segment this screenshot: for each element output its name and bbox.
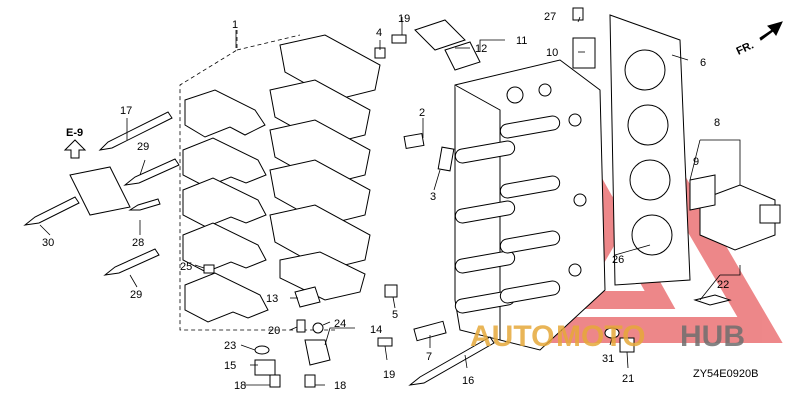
callout-18b: 18	[334, 380, 346, 392]
head-gasket	[609, 14, 691, 286]
small-parts	[23, 7, 732, 388]
callout-11: 11	[516, 35, 527, 47]
watermark-text-auto: AUTO	[470, 320, 554, 353]
callout-28: 28	[132, 237, 144, 249]
callout-13: 13	[266, 293, 278, 305]
callout-25: 25	[180, 261, 192, 273]
callout-9: 9	[693, 156, 699, 168]
callout-23: 23	[224, 340, 236, 352]
callout-20: 20	[268, 325, 280, 337]
callout-30: 30	[42, 237, 54, 249]
callout-31: 31	[602, 353, 614, 365]
callout-8: 8	[714, 117, 720, 129]
leader-lines	[39, 16, 741, 386]
callout-7: 7	[426, 351, 432, 363]
callout-5: 5	[392, 309, 398, 321]
callout-14: 14	[370, 324, 382, 336]
reference-e9: E-9	[63, 127, 87, 159]
watermark-text-moto: MOTO	[556, 320, 645, 353]
callout-18a: 18	[234, 380, 246, 392]
callout-3: 3	[430, 191, 436, 203]
diagram-code: ZY54E0920B	[693, 368, 758, 380]
callout-10: 10	[546, 47, 558, 59]
reference-label: E-9	[66, 127, 83, 139]
callout-15: 15	[224, 360, 236, 372]
solenoid-valve	[689, 174, 781, 251]
up-arrow-icon	[63, 139, 87, 159]
callout-19b: 19	[383, 369, 395, 381]
callout-4: 4	[376, 27, 382, 39]
cylinder-head	[454, 59, 606, 351]
callout-27: 27	[544, 11, 556, 23]
callout-1: 1	[232, 19, 238, 31]
rocker-arms-left	[179, 30, 381, 331]
callout-29b: 29	[130, 289, 142, 301]
front-arrow-icon	[759, 21, 783, 41]
callout-2: 2	[419, 107, 425, 119]
callout-26: 26	[612, 254, 624, 266]
front-direction-indicator: FR.	[735, 21, 783, 58]
watermark-text: AUTO MOTO HUB	[470, 320, 745, 353]
callout-17: 17	[120, 105, 132, 117]
watermark-text-hub: HUB	[680, 320, 745, 353]
callout-6: 6	[700, 57, 706, 69]
callout-16: 16	[462, 375, 474, 387]
callout-22: 22	[717, 279, 729, 291]
callout-12: 12	[475, 43, 487, 55]
callout-19a: 19	[398, 13, 410, 25]
front-label: FR.	[735, 39, 756, 57]
callout-24: 24	[334, 318, 346, 330]
callout-29a: 29	[137, 141, 149, 153]
callout-21: 21	[622, 373, 634, 385]
callout-numbers: 1 2 3 4 5 6 7 8 9 10 11 12 13 14 15 16 1…	[42, 11, 729, 392]
